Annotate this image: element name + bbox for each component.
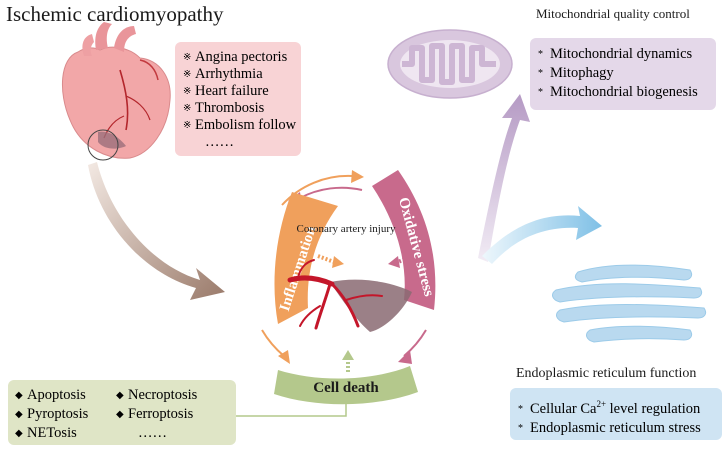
oxidative-stress-banner — [372, 170, 436, 310]
list-item: ◆NETosis — [15, 425, 77, 441]
list-more: …… — [138, 425, 167, 441]
reference-mark-icon: ※ — [183, 86, 192, 97]
cell-death-list-col1: ◆Apoptosis ◆Pyroptosis ◆NETosis — [15, 386, 88, 443]
to-er-arrow — [482, 206, 602, 264]
list-more: …… — [205, 134, 234, 150]
reference-mark-icon: ※ — [183, 69, 192, 80]
asterisk-icon: * — [538, 49, 543, 60]
er-illustration — [552, 264, 707, 343]
heart-illustration — [61, 22, 171, 161]
reference-mark-icon: ※ — [183, 52, 192, 63]
symptoms-list: ※Angina pectoris※Arrhythmia※Heart failur… — [183, 49, 296, 151]
cell-death-types-box: ◆Apoptosis ◆Pyroptosis ◆NETosis ◆Necroptos… — [8, 380, 236, 445]
coronary-injury-label: Coronary artery injury — [297, 223, 396, 235]
pathology-cycle: Inflammation Oxidative stress Cell death… — [261, 170, 437, 405]
list-item: *Mitophagy — [538, 65, 614, 81]
list-item: ※Angina pectoris — [183, 49, 288, 65]
inward-arrows — [317, 254, 413, 372]
to-mitochondria-arrow — [478, 94, 530, 262]
reference-mark-icon: ※ — [183, 120, 192, 131]
cycle-arrow-right — [403, 329, 427, 357]
cell-death-connector — [236, 402, 347, 417]
cell-death-banner — [274, 366, 418, 405]
heart-to-cycle-arrow — [88, 162, 225, 300]
cycle-arrow-top-1 — [281, 174, 353, 206]
list-item: ※Thrombosis — [183, 100, 265, 116]
list-item: ※Heart failure — [183, 83, 269, 99]
list-item: ※Arrhythmia — [183, 66, 263, 82]
list-item: ◆Pyroptosis — [15, 406, 89, 422]
cell-death-label: Cell death — [313, 380, 379, 396]
mitochondrion-illustration — [387, 29, 513, 99]
asterisk-icon: * — [518, 403, 523, 415]
reference-mark-icon: ※ — [183, 103, 192, 114]
list-item: *Endoplasmic reticulum stress — [518, 419, 701, 436]
symptoms-box: ※Angina pectoris※Arrhythmia※Heart failur… — [175, 42, 301, 156]
cycle-arrow-top-2 — [299, 186, 363, 199]
diamond-icon: ◆ — [15, 409, 23, 420]
diamond-icon: ◆ — [116, 409, 124, 420]
list-item: *Mitochondrial biogenesis — [538, 84, 698, 100]
diamond-icon: ◆ — [15, 428, 23, 439]
injury-zoom-circle — [87, 129, 119, 161]
mitochondria-list: *Mitochondrial dynamics *Mitophagy *Mitoch… — [538, 45, 698, 102]
inflammation-banner — [274, 192, 338, 324]
page-title: Ischemic cardiomyopathy — [6, 2, 224, 26]
asterisk-icon: * — [538, 87, 543, 98]
coronary-artery-illustration — [287, 259, 412, 332]
er-title: Endoplasmic reticulum function — [516, 366, 697, 381]
list-item: ※Embolism follow — [183, 117, 297, 133]
mitochondria-title: Mitochondrial quality control — [536, 6, 690, 21]
list-item: ◆Necroptosis — [116, 387, 198, 403]
asterisk-icon: * — [538, 68, 543, 79]
asterisk-icon: * — [518, 422, 523, 434]
list-item: *Cellular Ca2+ level regulation — [518, 399, 701, 417]
list-item: ◆Ferroptosis — [116, 406, 194, 422]
er-list: *Cellular Ca2+ level regulation *Endopla… — [518, 395, 701, 438]
cell-death-list-col2: ◆Necroptosis ◆Ferroptosis …… — [116, 386, 197, 442]
list-item: *Mitochondrial dynamics — [538, 46, 693, 62]
er-box: *Cellular Ca2+ level regulation *Endopla… — [510, 388, 722, 440]
cycle-arrow-left — [261, 329, 285, 357]
mitochondria-box: *Mitochondrial dynamics *Mitophagy *Mitoch… — [530, 38, 716, 110]
diamond-icon: ◆ — [116, 390, 124, 401]
diamond-icon: ◆ — [15, 390, 23, 401]
list-item: ◆Apoptosis — [15, 387, 86, 403]
